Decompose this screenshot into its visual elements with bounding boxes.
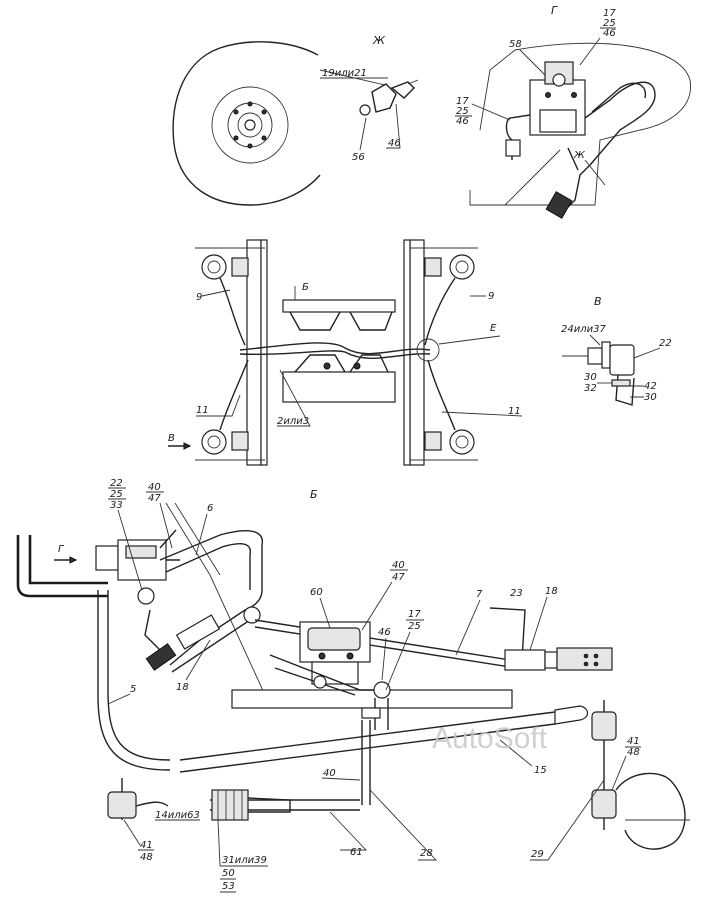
label-25-g-top: 25 — [603, 18, 616, 29]
view-g-valve — [469, 42, 691, 219]
label-32-v: 32 — [584, 383, 597, 394]
label-40-b-mid: 40 — [392, 560, 405, 571]
label-15: 15 — [534, 765, 547, 776]
label-46-b: 46 — [378, 627, 391, 638]
label-9-left: 9 — [196, 292, 202, 303]
label-9-right: 9 — [488, 291, 494, 302]
label-47-b-mid: 47 — [392, 572, 405, 583]
view-v-title: В — [594, 295, 602, 308]
label-5: 5 — [130, 684, 136, 695]
label-b-small: Б — [302, 282, 309, 293]
label-19ili21: 19или21 — [322, 68, 367, 79]
view-b-title: Б — [310, 488, 318, 501]
view-zh-title: Ж — [372, 34, 386, 47]
label-23: 23 — [510, 588, 523, 599]
label-25-b2: 25 — [408, 621, 421, 632]
label-48-right: 48 — [627, 747, 640, 758]
chassis-top-view — [195, 239, 478, 466]
label-17-g-top: 17 — [603, 8, 616, 19]
label-46-zh: 46 — [388, 138, 401, 149]
label-58: 58 — [509, 39, 522, 50]
label-42-v: 42 — [644, 381, 657, 392]
label-7: 7 — [476, 589, 483, 600]
label-18-right: 18 — [545, 586, 558, 597]
view-zh-drum — [172, 41, 419, 206]
label-33-b: 33 — [110, 500, 123, 511]
view-b-assembly — [16, 502, 690, 850]
label-40-b-top: 40 — [148, 482, 161, 493]
label-11-left: 11 — [196, 405, 209, 416]
watermark: AutoSoft — [432, 722, 548, 755]
label-47-b-top: 47 — [148, 493, 161, 504]
label-22-b: 22 — [110, 478, 123, 489]
label-46-g-left: 46 — [456, 116, 469, 127]
label-30-v-b: 30 — [644, 392, 657, 403]
label-14ili63: 14или63 — [155, 810, 200, 821]
label-e: Е — [490, 323, 497, 334]
label-61: 61 — [350, 847, 363, 858]
label-25-g-left: 25 — [456, 106, 469, 117]
label-22-v: 22 — [659, 338, 672, 349]
label-v-arrow: В — [168, 433, 175, 444]
label-2ili3: 2или3 — [277, 416, 309, 427]
label-11-right: 11 — [508, 406, 521, 417]
label-17-g-left: 17 — [456, 96, 469, 107]
label-25-b: 25 — [110, 489, 123, 500]
label-50: 50 — [222, 868, 235, 879]
label-46-g-top: 46 — [603, 28, 616, 39]
label-g-arrow: Г — [58, 544, 65, 555]
label-41-right: 41 — [627, 736, 640, 747]
label-18-left: 18 — [176, 682, 189, 693]
view-g-title: Г — [551, 4, 558, 17]
label-60: 60 — [310, 587, 323, 598]
label-41-left: 41 — [140, 840, 153, 851]
label-31ili39: 31или39 — [222, 855, 267, 866]
view-zh-arrow-label: Ж — [573, 150, 586, 161]
label-24ili37: 24или37 — [561, 324, 606, 335]
label-17-b: 17 — [408, 609, 421, 620]
label-30-v-a: 30 — [584, 372, 597, 383]
label-28: 28 — [420, 848, 433, 859]
label-53: 53 — [222, 881, 235, 892]
label-6: 6 — [207, 503, 213, 514]
label-29: 29 — [531, 849, 544, 860]
label-40-b-low: 40 — [323, 768, 336, 779]
label-56: 56 — [352, 152, 365, 163]
label-48-left: 48 — [140, 852, 153, 863]
view-v-detail — [562, 341, 635, 406]
